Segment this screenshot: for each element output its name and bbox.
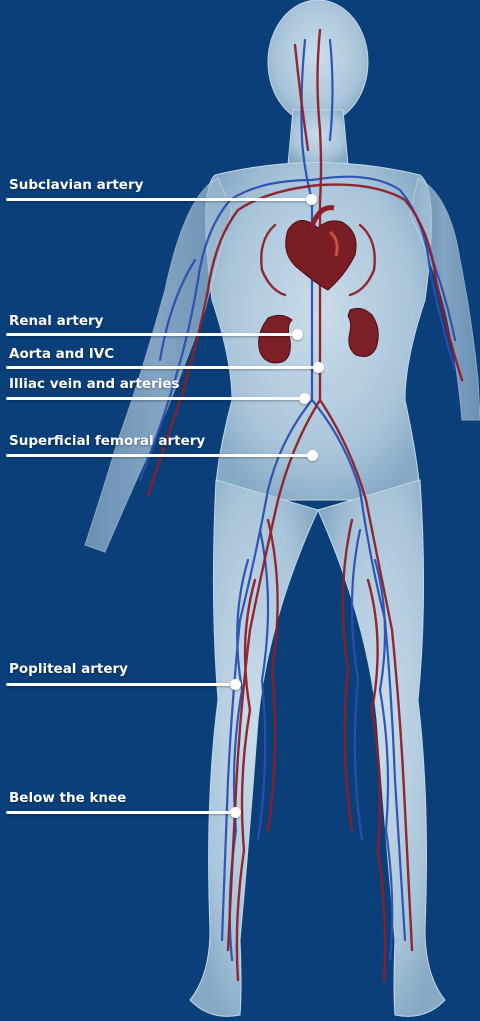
- leader-line-aorta: [6, 366, 318, 369]
- label-popliteal-artery: Popliteal artery: [9, 661, 128, 677]
- pointer-dot-below-knee: [230, 807, 241, 818]
- leader-line-renal: [6, 333, 298, 336]
- label-renal-artery: Renal artery: [9, 313, 103, 329]
- pointer-dot-subclavian: [306, 194, 317, 205]
- label-subclavian-artery: Subclavian artery: [9, 177, 143, 193]
- label-below-the-knee: Below the knee: [9, 790, 126, 806]
- pointer-dot-illiac: [299, 393, 310, 404]
- pointer-dot-popliteal: [230, 679, 241, 690]
- label-aorta-ivc: Aorta and IVC: [9, 346, 114, 362]
- leader-line-popliteal: [6, 683, 234, 686]
- right-leg: [318, 480, 445, 1016]
- pointer-dot-femoral: [307, 450, 318, 461]
- leader-line-subclavian: [6, 198, 312, 201]
- pointer-dot-aorta: [313, 362, 324, 373]
- label-illiac-vein-arteries: Illiac vein and arteries: [9, 376, 180, 392]
- leader-line-illiac: [6, 397, 304, 400]
- leader-line-below-knee: [6, 811, 234, 814]
- pointer-dot-renal: [292, 329, 303, 340]
- leader-line-femoral: [6, 454, 312, 457]
- body-silhouette: [85, 0, 480, 1016]
- label-superficial-femoral-artery: Superficial femoral artery: [9, 433, 205, 449]
